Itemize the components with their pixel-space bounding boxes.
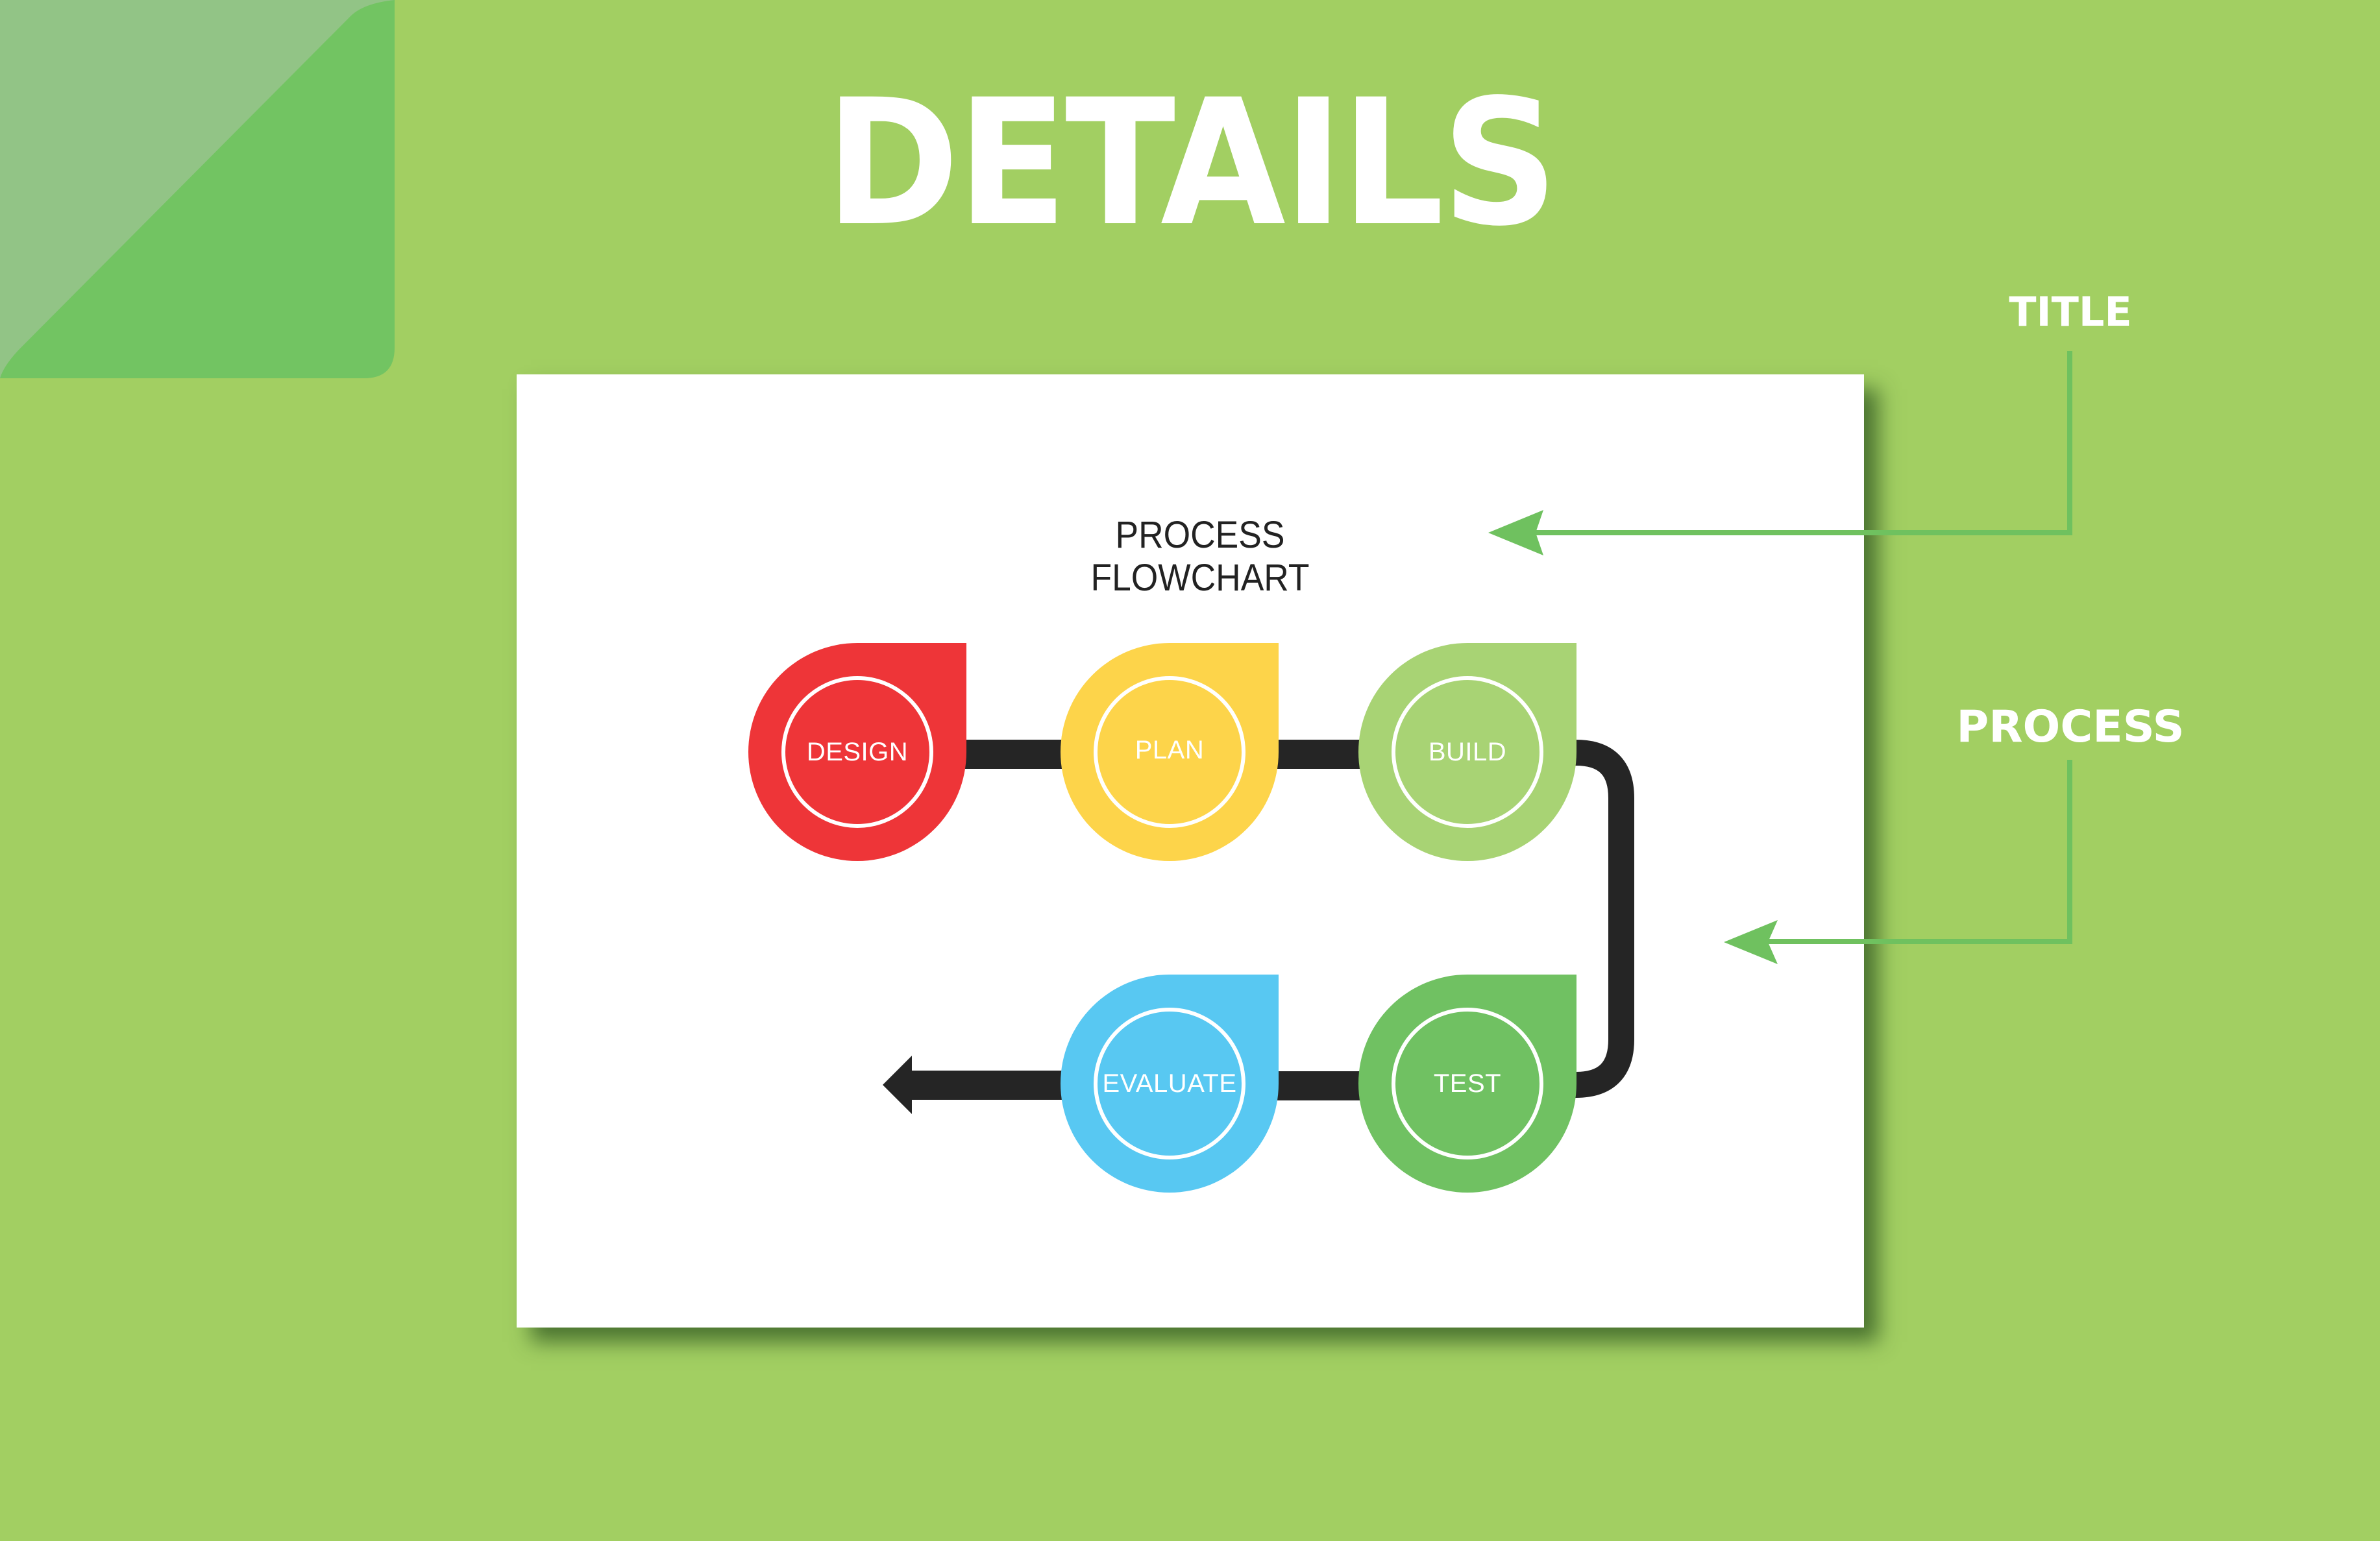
step-build: BUILD [1358, 643, 1576, 861]
annotation-title-label: TITLE [2009, 288, 2132, 335]
step-ring: TEST [1392, 1008, 1543, 1159]
page-title: DETAILS [825, 62, 1558, 265]
step-design: DESIGN [748, 643, 966, 861]
step-ring: EVALUATE [1094, 1008, 1245, 1159]
step-ring: BUILD [1392, 676, 1543, 828]
step-test: TEST [1358, 975, 1576, 1193]
step-label: DESIGN [806, 738, 909, 766]
step-label: PLAN [1135, 736, 1205, 764]
step-evaluate: EVALUATE [1061, 975, 1279, 1193]
flowchart-title: PROCESS FLOWCHART [1090, 514, 1310, 599]
step-label: EVALUATE [1102, 1069, 1237, 1098]
step-ring: PLAN [1094, 676, 1245, 828]
step-label: BUILD [1428, 738, 1507, 766]
step-plan: PLAN [1061, 643, 1279, 861]
page-fold-corner [0, 0, 395, 378]
step-label: TEST [1433, 1069, 1502, 1098]
annotation-process-label: PROCESS [1956, 701, 2185, 753]
step-ring: DESIGN [781, 676, 933, 828]
